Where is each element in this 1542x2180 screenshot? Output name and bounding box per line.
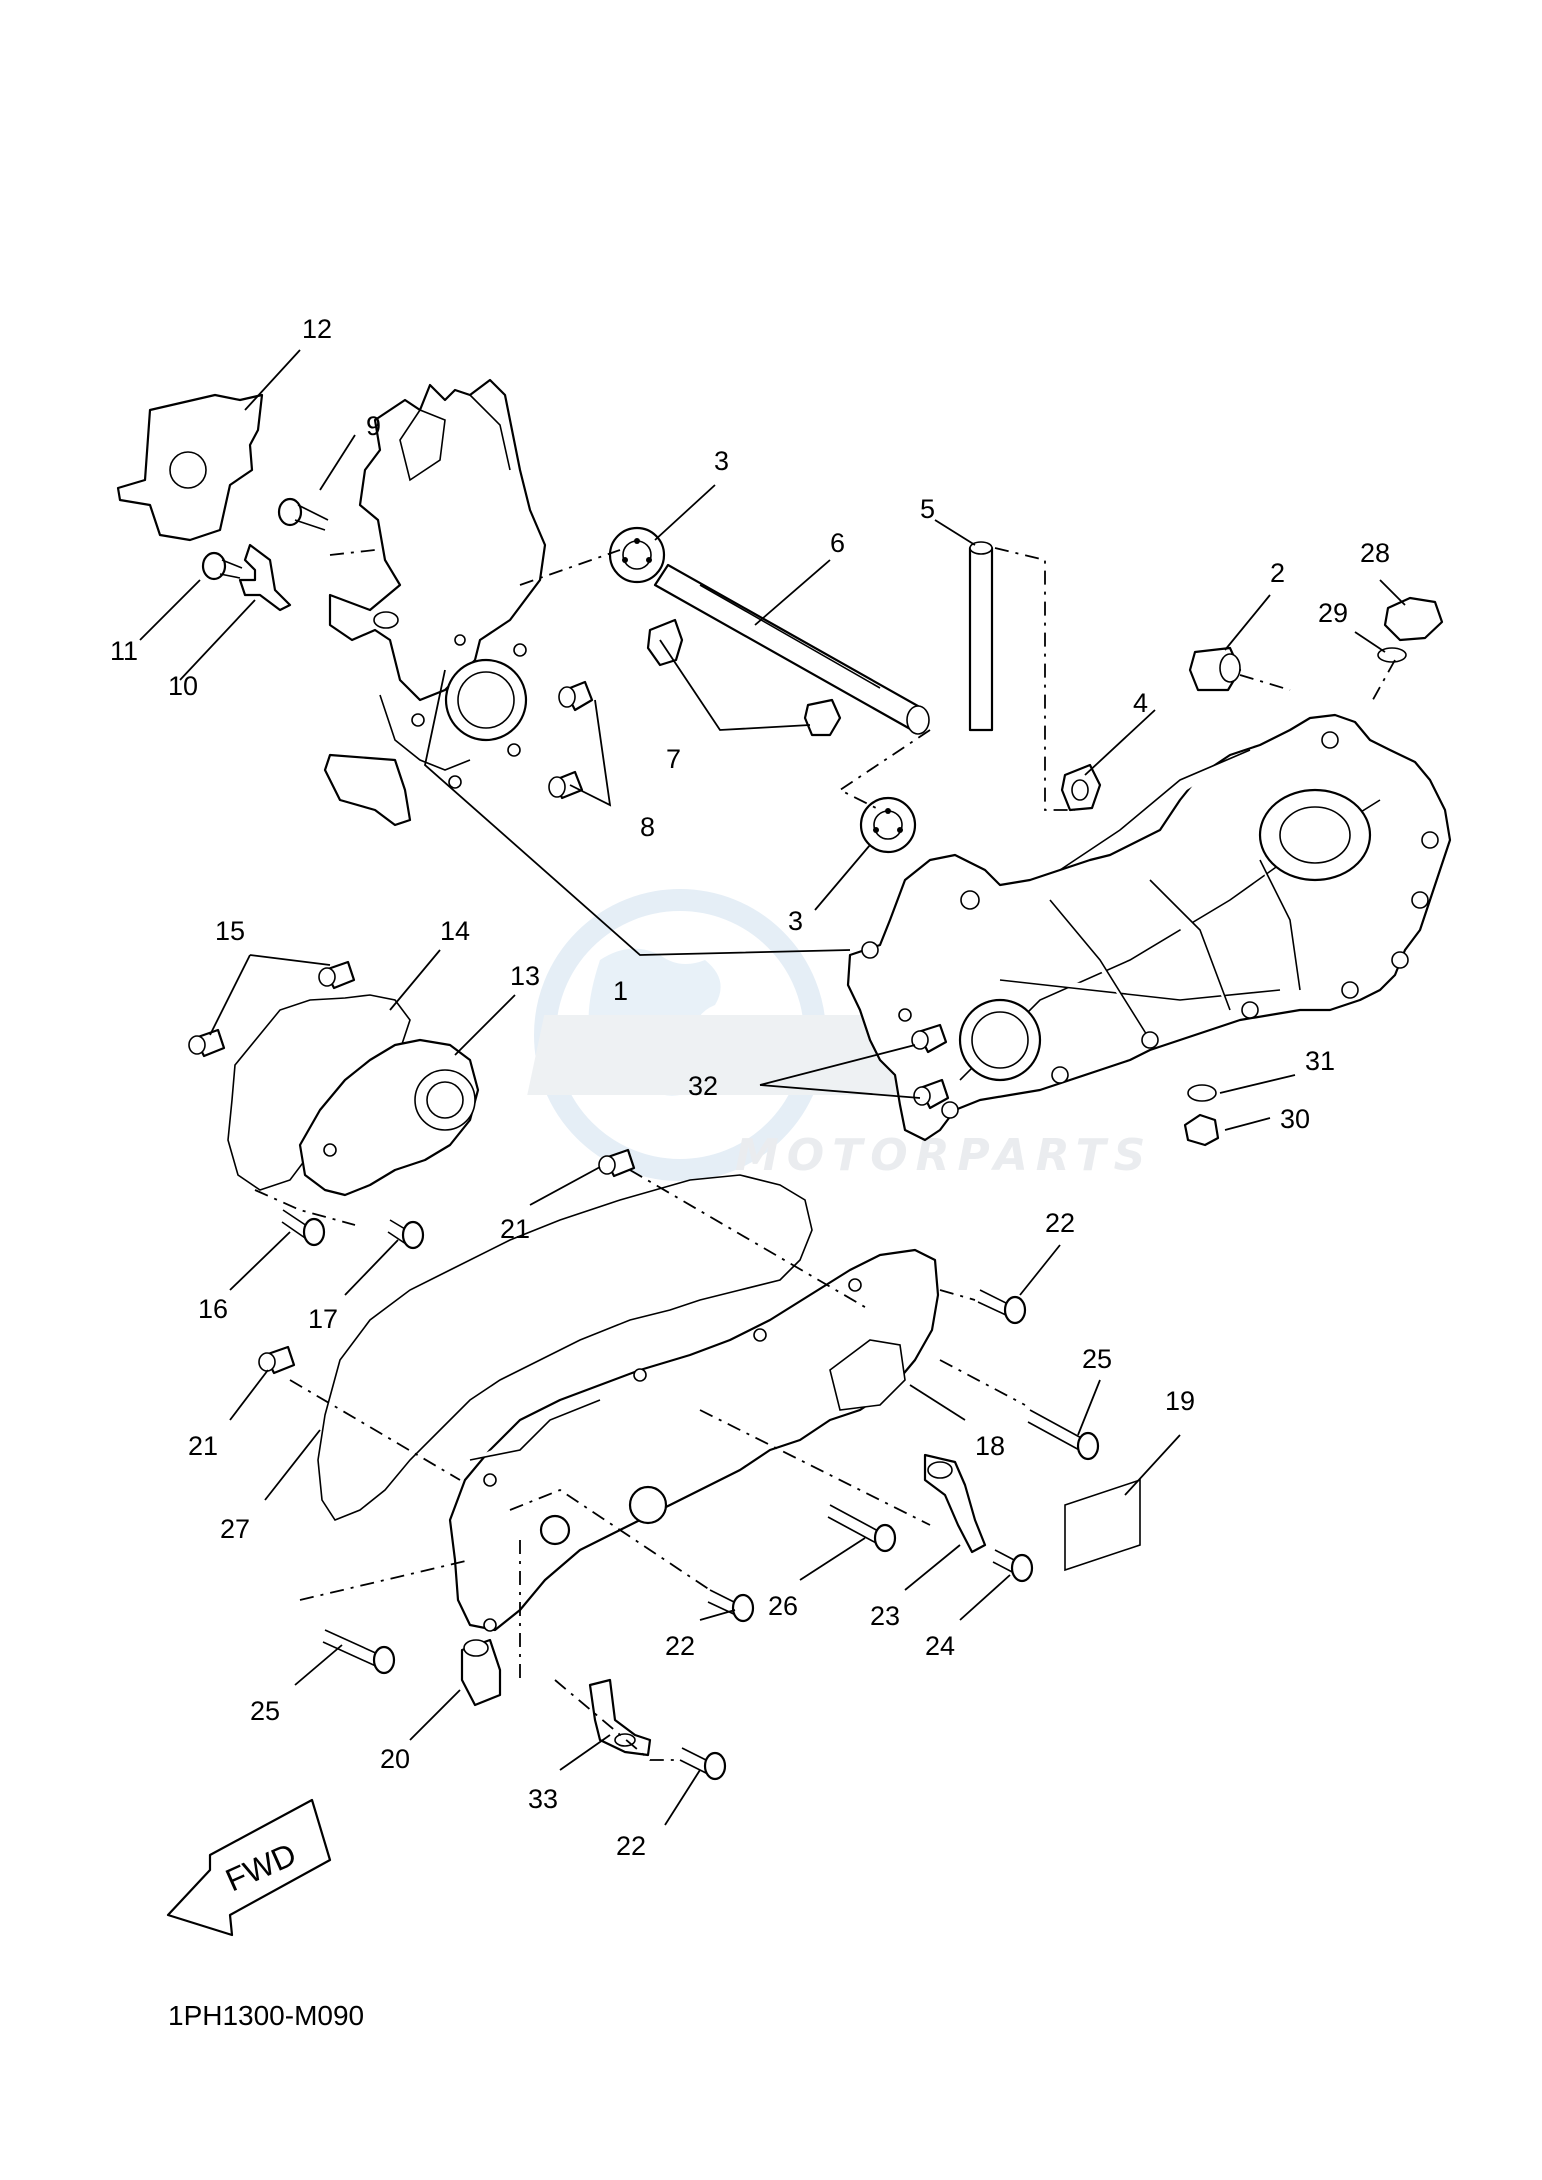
circlips-7: [646, 618, 842, 737]
callout-24: 24: [925, 1631, 955, 1661]
bolt-25a: [1027, 1409, 1100, 1461]
crankcase-right: [846, 713, 1452, 1142]
washer-31: [1187, 1084, 1217, 1102]
callout-3-top: 3: [714, 446, 729, 476]
callout-22-mid: 22: [665, 1631, 695, 1661]
pipe-5: [968, 541, 994, 732]
bolt-24: [992, 1549, 1034, 1583]
callout-30: 30: [1280, 1104, 1310, 1134]
crankcase-left: [323, 378, 547, 827]
watermark-bar: [527, 1015, 925, 1095]
diagram-code: 1PH1300-M090: [168, 2000, 364, 2031]
watermark-tagline: MOTORPARTS: [735, 1130, 1153, 1181]
label-19: [1064, 1478, 1141, 1572]
screw-17: [387, 1219, 425, 1250]
callout-1: 1: [613, 976, 628, 1006]
callout-31: 31: [1305, 1046, 1335, 1076]
callout-8: 8: [640, 812, 655, 842]
bearing-3-lower: [859, 796, 917, 854]
plate-12: [116, 393, 264, 542]
dowels-8: [548, 680, 594, 800]
callout-21-left: 21: [188, 1431, 218, 1461]
dowel-21b: [258, 1345, 296, 1375]
callout-5: 5: [920, 494, 935, 524]
callout-3-lower: 3: [788, 906, 803, 936]
callout-20: 20: [380, 1744, 410, 1774]
collar-20: [460, 1638, 502, 1707]
cap-28: [1383, 596, 1444, 642]
fwd-arrow: FWD: [166, 1798, 332, 1937]
bearing-3-top: [608, 526, 666, 584]
callout-9: 9: [366, 411, 381, 441]
callout-33: 33: [528, 1784, 558, 1814]
callout-14: 14: [440, 916, 470, 946]
callout-7: 7: [666, 744, 681, 774]
callout-29: 29: [1318, 598, 1348, 628]
callout-6: 6: [830, 528, 845, 558]
dowel-21a: [598, 1148, 636, 1178]
screw-16: [281, 1209, 326, 1247]
screw-11: [201, 551, 243, 581]
callout-21-top: 21: [500, 1214, 530, 1244]
cover-18: [448, 1248, 940, 1632]
cover-13: [298, 1038, 480, 1197]
callout-15: 15: [215, 916, 245, 946]
bolt-25b: [322, 1629, 396, 1675]
watermark: MOTORPARTS: [527, 889, 1153, 1181]
callout-10: 10: [168, 671, 198, 701]
clamp-10: [238, 543, 292, 612]
clamp-23: [923, 1453, 987, 1554]
callout-18: 18: [975, 1431, 1005, 1461]
callout-13: 13: [510, 961, 540, 991]
callout-19: 19: [1165, 1386, 1195, 1416]
dowels-15: [188, 960, 356, 1058]
bolt-30: [1183, 1113, 1220, 1147]
callout-25-left: 25: [250, 1696, 280, 1726]
shaft-6: [653, 563, 930, 735]
callout-12: 12: [302, 314, 332, 344]
callout-22-right: 22: [1045, 1208, 1075, 1238]
leader-lines: [139, 349, 1406, 1826]
bracket-33: [588, 1678, 652, 1757]
callout-labels: 1 2 3 3 4 5 6 7 8 9 10 11 12 13 14 15 16…: [110, 314, 1390, 1861]
collar-2: [1188, 646, 1242, 692]
callout-26: 26: [768, 1591, 798, 1621]
callout-2: 2: [1270, 558, 1285, 588]
callout-4: 4: [1133, 688, 1148, 718]
callout-23: 23: [870, 1601, 900, 1631]
callout-32: 32: [688, 1071, 718, 1101]
gasket-27: [317, 1174, 813, 1521]
assembly-lines: [254, 547, 1396, 1761]
callout-17: 17: [308, 1304, 338, 1334]
callout-28: 28: [1360, 538, 1390, 568]
callout-16: 16: [198, 1294, 228, 1324]
fitting-4: [1060, 763, 1102, 812]
bolt-26: [827, 1504, 897, 1553]
callout-22-bottom: 22: [616, 1831, 646, 1861]
callout-27: 27: [220, 1514, 250, 1544]
bolt-22b: [707, 1589, 755, 1623]
bolt-22a: [977, 1289, 1027, 1325]
callout-11: 11: [110, 636, 138, 666]
plugs-32: [911, 1023, 950, 1110]
screw-9: [277, 497, 329, 531]
bolt-22c: [679, 1747, 727, 1781]
callout-25-right: 25: [1082, 1344, 1112, 1374]
